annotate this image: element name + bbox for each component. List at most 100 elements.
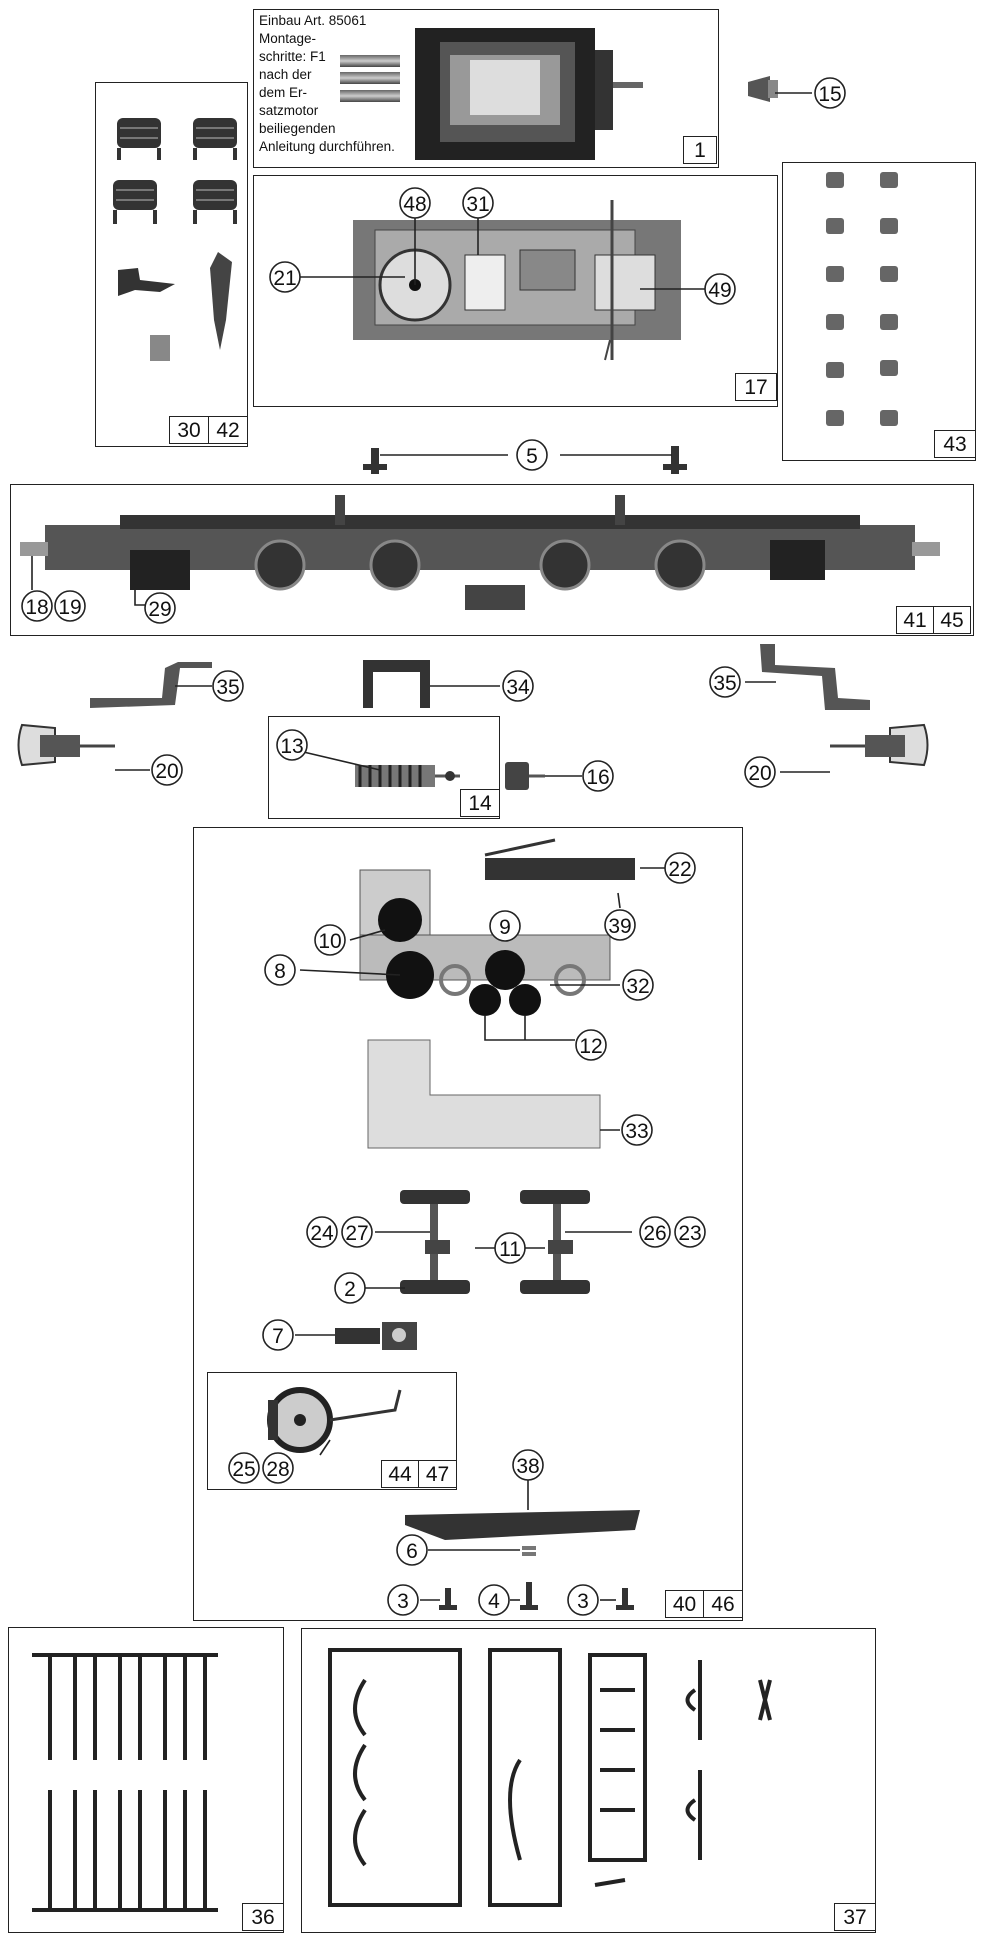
callout-28: 28 [262,1452,294,1484]
part-34-bracket [363,660,430,708]
svg-text:2: 2 [344,1278,356,1301]
callout-5: 5 [516,439,548,471]
callout-15: 15 [814,77,846,109]
callout-3-right: 3 [567,1584,599,1616]
part-3-4-screws [439,1582,634,1610]
callout-4: 4 [478,1584,510,1616]
svg-text:20: 20 [748,762,771,785]
gearbox-top-plate [484,838,635,880]
svg-text:49: 49 [708,279,731,302]
part-35-left [90,662,212,708]
callout-24: 24 [306,1216,338,1248]
label-43: 43 [934,430,976,458]
label-17: 17 [735,373,777,401]
callout-29: 29 [144,592,176,624]
part-7-pickup [335,1322,417,1350]
svg-text:35: 35 [713,672,736,695]
svg-text:23: 23 [678,1222,701,1245]
worm-gear-part [355,765,460,787]
callout-10: 10 [314,924,346,956]
svg-text:31: 31 [466,193,489,216]
part-20-coupler-right [830,723,929,767]
callout-35-right: 35 [709,666,741,698]
callout-6: 6 [396,1534,428,1566]
svg-text:3: 3 [397,1590,409,1613]
callout-35-left: 35 [212,670,244,702]
part-20-coupler-left [17,723,115,767]
svg-text:12: 12 [579,1035,602,1058]
detail-parts-sprue-37 [328,1648,772,1907]
callout-22: 22 [664,852,696,884]
label-47: 47 [418,1460,457,1488]
part-6-pins [522,1546,536,1556]
ladders-part-36 [32,1653,218,1912]
svg-text:25: 25 [232,1458,255,1481]
part-15-connector [748,76,778,102]
svg-text:11: 11 [499,1238,521,1261]
svg-text:22: 22 [668,858,691,881]
label-1: 1 [683,136,717,164]
callout-18: 18 [21,590,53,622]
wheel-box [207,1372,457,1490]
callout-48: 48 [399,187,431,219]
callout-13: 13 [276,729,308,761]
axle-wheels [400,1190,590,1294]
detail-parts-box [301,1628,876,1933]
wheel-with-gear [267,1387,402,1453]
callout-25: 25 [228,1452,260,1484]
svg-text:39: 39 [608,915,631,938]
svg-text:16: 16 [586,766,609,789]
chassis-box [10,484,974,636]
svg-text:10: 10 [318,930,341,953]
svg-text:28: 28 [266,1458,289,1481]
clips-box [782,162,976,461]
svg-text:21: 21 [273,267,296,290]
svg-text:27: 27 [345,1222,368,1245]
svg-text:4: 4 [488,1590,500,1613]
callout-20-left: 20 [151,754,183,786]
ladder-box [8,1627,284,1933]
leader-lines [31,92,830,1601]
gearbox-plate-33 [367,1039,601,1149]
callout-8: 8 [264,954,296,986]
callout-2: 2 [334,1272,366,1304]
chassis-part [20,495,940,610]
callout-38: 38 [512,1449,544,1481]
part-38-bottom-plate [405,1510,640,1540]
svg-text:48: 48 [403,193,426,216]
svg-text:24: 24 [310,1222,334,1245]
motor-installation-note: Einbau Art. 85061 Montage- schritte: F1 … [259,13,395,154]
label-45: 45 [933,606,971,634]
svg-text:19: 19 [58,596,81,619]
svg-text:34: 34 [506,676,530,699]
clips [826,172,898,426]
svg-text:26: 26 [643,1222,666,1245]
svg-text:32: 32 [626,975,649,998]
callout-20-right: 20 [744,756,776,788]
callout-19: 19 [54,590,86,622]
callout-34: 34 [502,670,534,702]
callout-27: 27 [341,1216,373,1248]
callout-49: 49 [704,273,736,305]
svg-text:7: 7 [272,1325,284,1348]
part-5-screws [363,446,687,474]
callout-11: 11 [494,1232,526,1264]
part-16-flywheel [505,762,545,790]
svg-text:6: 6 [406,1540,418,1563]
label-44: 44 [381,1460,419,1488]
svg-text:5: 5 [526,445,538,468]
svg-text:3: 3 [577,1590,589,1613]
callout-32: 32 [622,969,654,1001]
brush-spring-box [95,82,248,447]
part-35-right [760,644,870,710]
motor-part [340,28,643,160]
svg-text:29: 29 [148,598,171,621]
callout-31: 31 [462,187,494,219]
callout-39: 39 [604,909,636,941]
motor-box [253,9,719,168]
callout-33: 33 [621,1114,653,1146]
label-46: 46 [703,1590,743,1618]
label-37: 37 [834,1903,876,1931]
